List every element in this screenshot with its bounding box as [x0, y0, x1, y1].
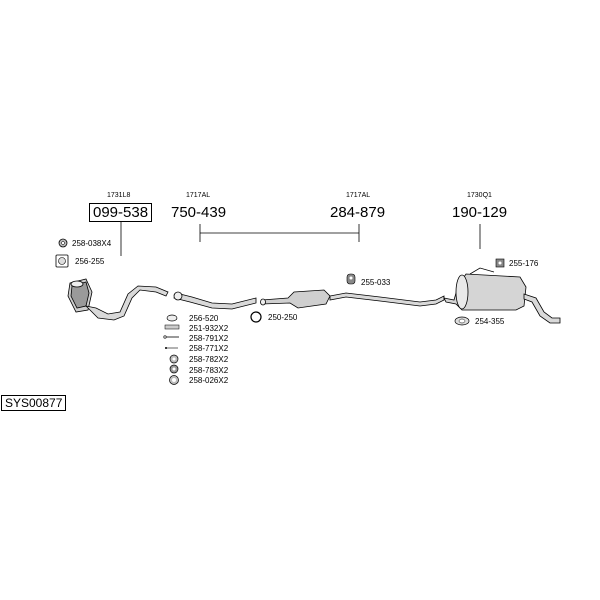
part-label[interactable]: 258-791X2 — [189, 334, 229, 343]
group-3-subref: 1717AL — [346, 192, 371, 199]
part-label[interactable]: 258-782X2 — [189, 355, 229, 364]
intermediate-pipe-icon — [173, 291, 257, 310]
part-label[interactable]: 255-176 — [509, 259, 539, 268]
bracket-icon — [495, 258, 505, 268]
part-label[interactable]: 258-783X2 — [189, 366, 229, 375]
part-label[interactable]: 254-355 — [475, 317, 505, 326]
group-4-subref: 1730Q1 — [467, 192, 492, 199]
part-label[interactable]: 258-771X2 — [189, 344, 229, 353]
pin-icon — [165, 347, 178, 349]
part-label[interactable]: 256-520 — [189, 314, 219, 323]
part-label[interactable]: 251-932X2 — [189, 324, 229, 333]
middle-silencer-icon — [260, 289, 445, 309]
clamp-icon — [166, 314, 178, 322]
system-code: SYS00877 — [1, 395, 67, 411]
rear-silencer-icon — [443, 267, 561, 324]
group-2-subref: 1717AL — [186, 192, 211, 199]
group-1-ref[interactable]: 099-538 — [89, 203, 153, 222]
rubber-hanger-icon — [346, 273, 356, 285]
catalytic-converter-icon — [67, 278, 169, 321]
part-label[interactable]: 255-033 — [361, 278, 391, 287]
bolt-icon — [163, 335, 179, 339]
group-3-ref[interactable]: 284-879 — [330, 204, 386, 221]
part-label[interactable]: 258-038X4 — [72, 239, 112, 248]
nut-icon — [58, 238, 68, 248]
part-label[interactable]: 256-255 — [75, 257, 105, 266]
clamp-icon — [250, 311, 262, 323]
gasket-icon — [55, 254, 69, 268]
group-4-ref[interactable]: 190-129 — [452, 204, 508, 221]
part-label[interactable]: 258-026X2 — [189, 376, 229, 385]
clamp-icon — [454, 316, 470, 326]
nut-icon — [169, 364, 179, 374]
group-1-subref: 1731L8 — [107, 192, 131, 199]
spring-icon — [164, 324, 180, 330]
group-2-ref[interactable]: 750-439 — [171, 204, 227, 221]
nut-icon — [169, 375, 179, 385]
washer-icon — [169, 354, 179, 364]
part-label[interactable]: 250-250 — [268, 313, 298, 322]
